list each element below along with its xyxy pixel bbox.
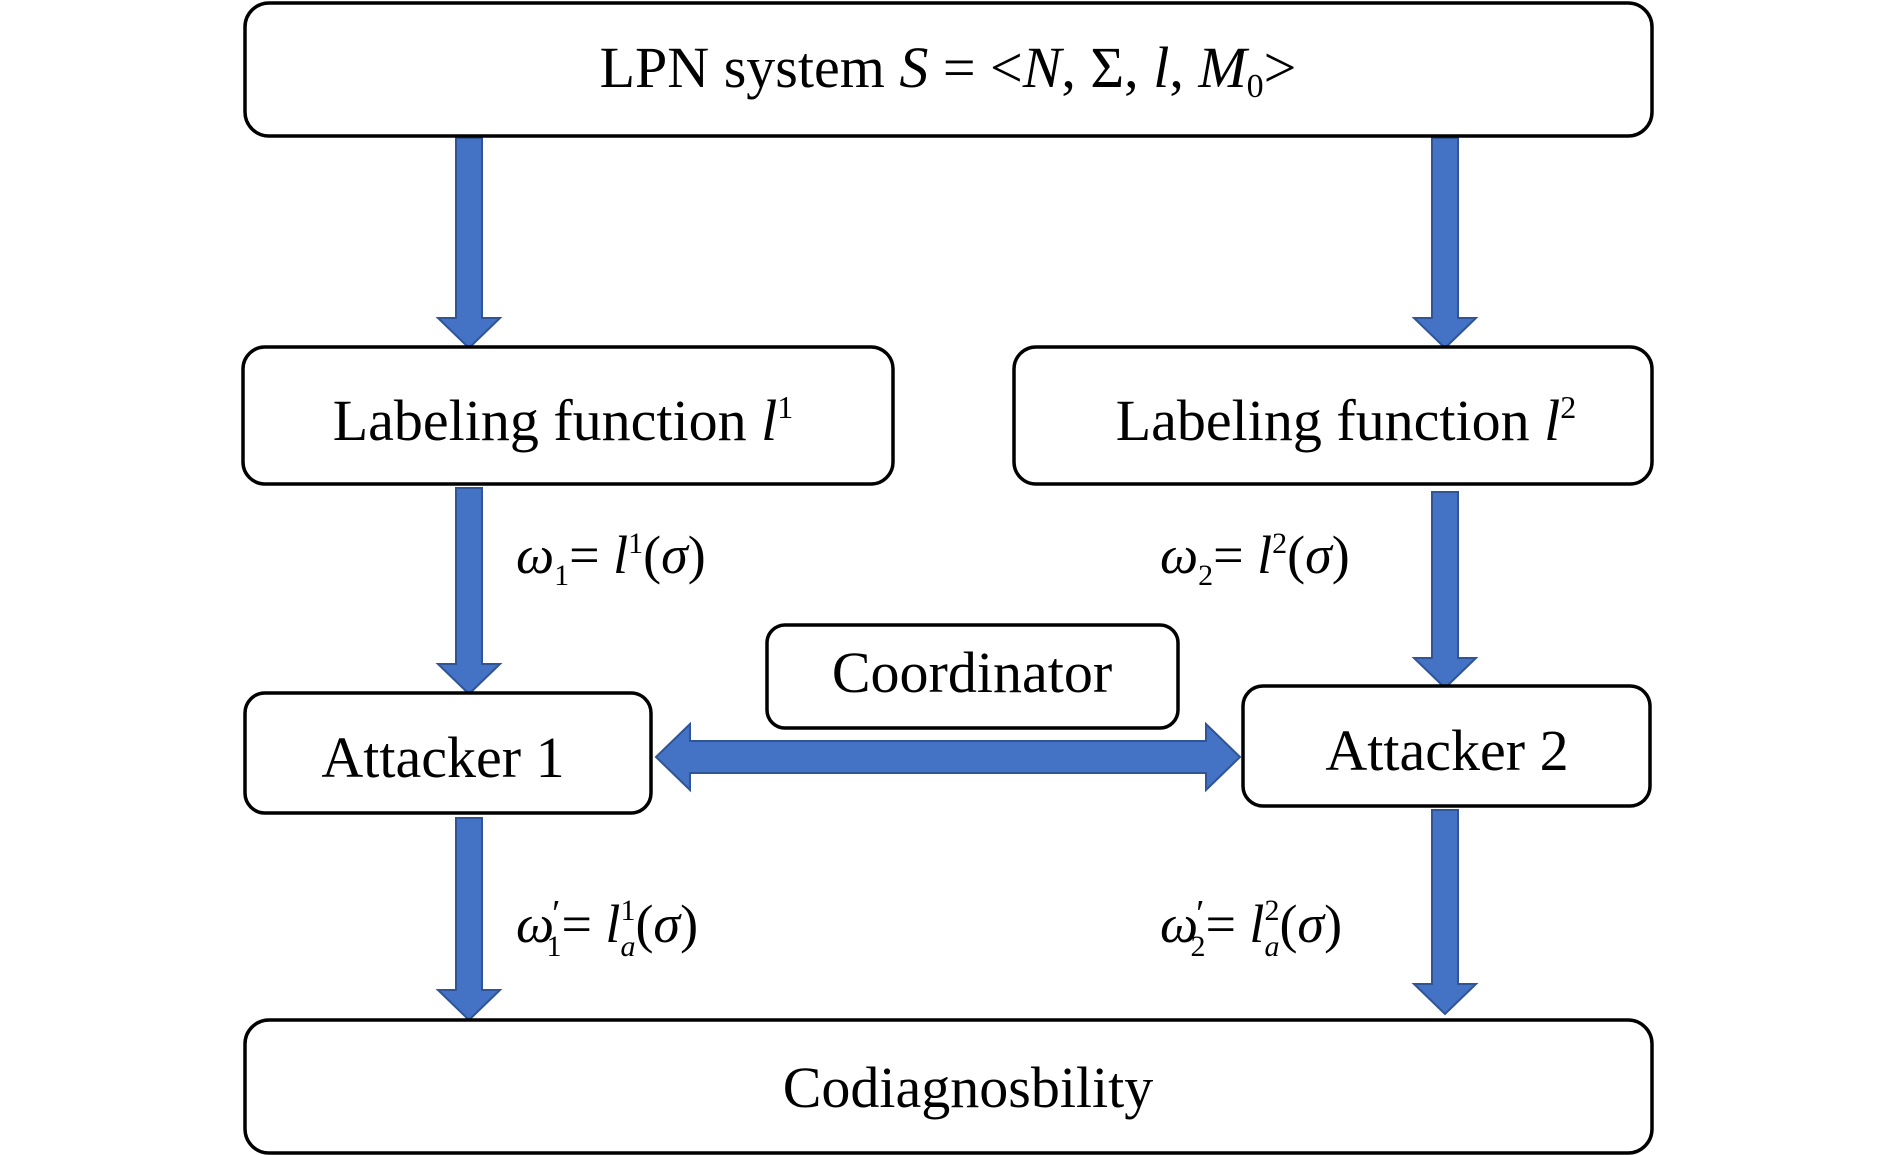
labeling-function-1-box	[241, 345, 895, 486]
edge-label-omega2: ω2= l2(σ)	[1160, 525, 1350, 592]
labeling-function-1-label: Labeling function l1	[333, 388, 794, 453]
attacker-2-label: Attacker 2	[1325, 718, 1568, 783]
edge-label-omega1: ω1= l1(σ)	[516, 525, 706, 592]
arrow-labeling-1-to-attacker-1	[435, 487, 503, 696]
attacker-1-label: Attacker 1	[321, 725, 564, 790]
coordinator-label: Coordinator	[832, 640, 1112, 705]
double-arrow-attackers	[654, 721, 1242, 793]
arrow-system-to-labeling-2	[1411, 137, 1479, 350]
labeling-function-2-box	[1012, 345, 1654, 486]
codiagnosability-box	[243, 1018, 1654, 1155]
attacker-1-box	[243, 691, 653, 815]
coordinator-box	[765, 623, 1180, 730]
labeling-function-2-label: Labeling function l2	[1116, 388, 1577, 453]
system-label: LPN system S = <N, Σ, l, M0>	[600, 35, 1297, 105]
arrow-attacker-2-to-codiagnosability	[1411, 809, 1479, 1016]
system-box	[243, 1, 1654, 138]
arrow-attacker-1-to-codiagnosability	[435, 817, 503, 1022]
arrow-labeling-2-to-attacker-2	[1411, 491, 1479, 690]
arrow-system-to-labeling-1	[435, 137, 503, 350]
codiagnosability-label: Codiagnosbility	[783, 1055, 1154, 1120]
attacker-2-box	[1241, 684, 1652, 808]
